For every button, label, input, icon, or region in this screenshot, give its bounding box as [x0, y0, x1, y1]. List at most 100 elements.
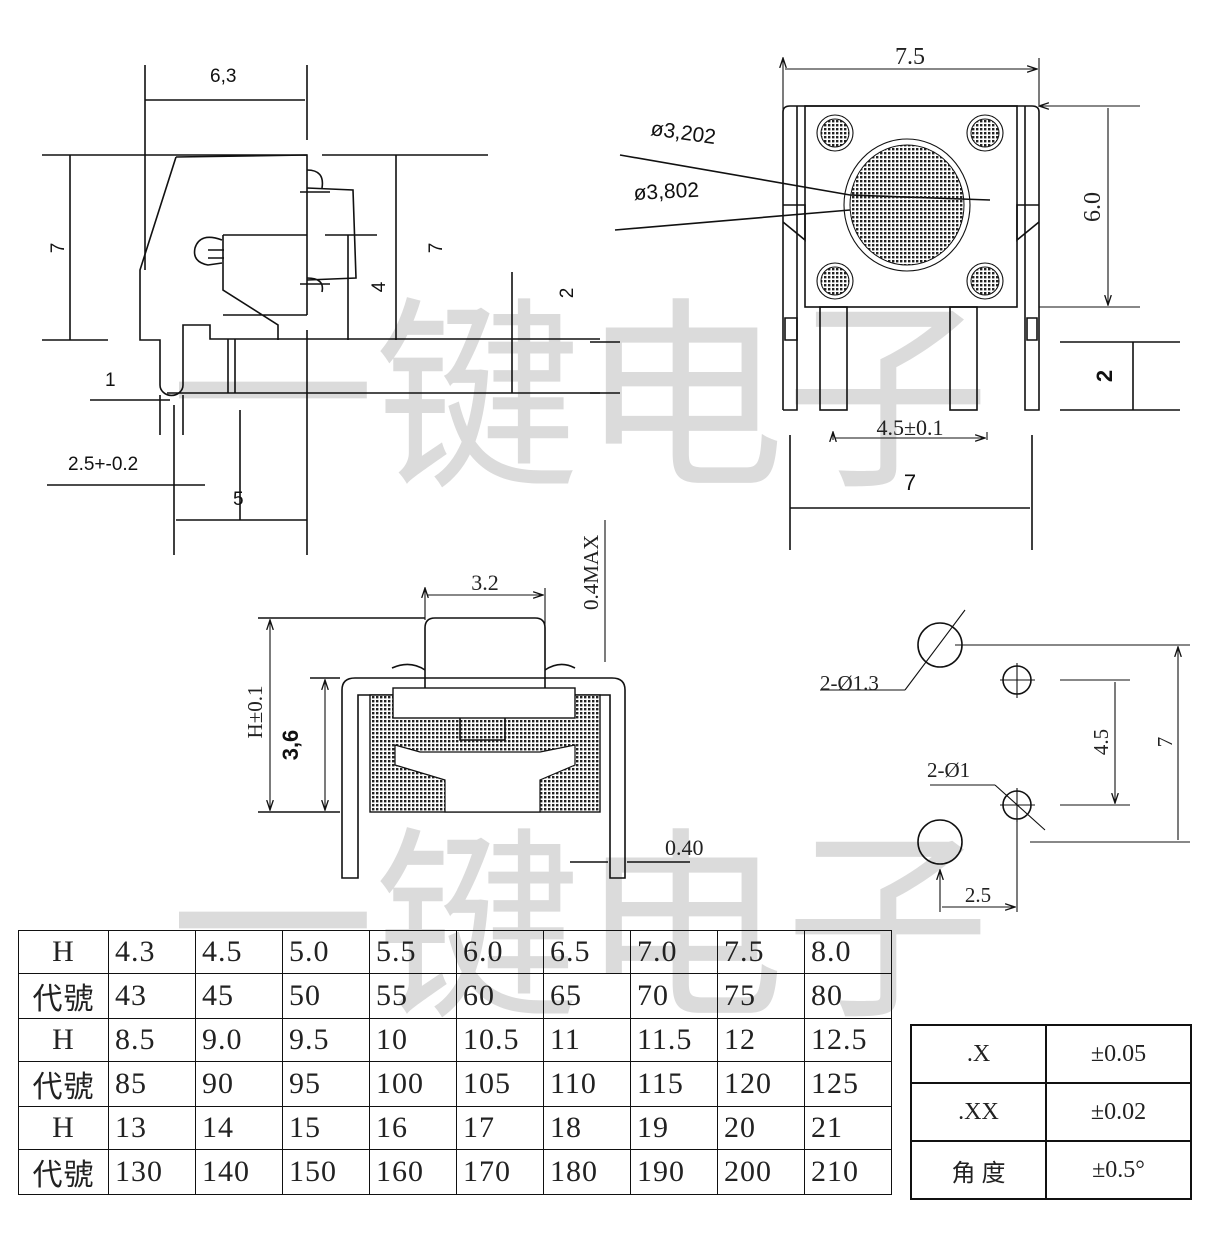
front-dia-inner-label: ø3,202 [649, 117, 717, 149]
table-cell: 80 [804, 973, 892, 1019]
table-cell: 21 [804, 1106, 892, 1150]
table-cell: 11.5 [630, 1018, 718, 1062]
side-height-label: 7 [48, 243, 69, 254]
table-cell: 16 [369, 1106, 457, 1150]
side-pin-width-label: 1 [105, 370, 116, 391]
table-cell: 125 [804, 1061, 892, 1107]
tolerance-key: .X [910, 1024, 1047, 1084]
side-view: 6,3 7 7 4 2 1 2.5+-0.2 5 [42, 65, 600, 555]
section-height-label: H±0.1 [243, 686, 267, 739]
row-header-cell: H [18, 1106, 109, 1150]
table-cell: 210 [804, 1149, 892, 1195]
footprint-span-label: 7 [1153, 737, 1177, 748]
table-cell: 65 [543, 973, 631, 1019]
table-row: 角 度±0.5° [910, 1140, 1192, 1200]
table-cell: 4.5 [195, 930, 283, 974]
corner-stake [816, 114, 1004, 300]
section-lead-thickness-label: 0.40 [665, 835, 704, 860]
row-header-cell: H [18, 930, 109, 974]
front-pin-length-label: 2 [1092, 370, 1117, 382]
table-cell: 10 [369, 1018, 457, 1062]
table-cell: 105 [456, 1061, 544, 1107]
actuator-outer-circle [843, 138, 971, 272]
table-cell: 200 [717, 1149, 805, 1195]
table-cell: 130 [108, 1149, 196, 1195]
table-cell: 70 [630, 973, 718, 1019]
table-cell: 12.5 [804, 1018, 892, 1062]
table-cell: 11 [543, 1018, 631, 1062]
table-cell: 150 [282, 1149, 370, 1195]
side-pin-length-label: 2 [557, 288, 578, 299]
front-height-label: 6.0 [1080, 192, 1106, 222]
table-row: .X±0.05 [910, 1024, 1192, 1084]
table-cell: 180 [543, 1149, 631, 1195]
tolerance-key: .XX [910, 1082, 1047, 1142]
tolerance-table: .X±0.05 .XX±0.02 角 度±0.5° [910, 1024, 1192, 1200]
table-cell: 6.5 [543, 930, 631, 974]
table-cell: 19 [630, 1106, 718, 1150]
table-cell: 100 [369, 1061, 457, 1107]
table-cell: 5.5 [369, 930, 457, 974]
table-cell: 12 [717, 1018, 805, 1062]
table-cell: 14 [195, 1106, 283, 1150]
table-cell: 8.5 [108, 1018, 196, 1062]
front-view: 7.5 ø3,202 ø3,802 6.0 2 4.5±0.1 7 [590, 44, 1180, 550]
table-cell: 43 [108, 973, 196, 1019]
section-stroke-label: 0.4MAX [579, 535, 603, 610]
table-cell: 55 [369, 973, 457, 1019]
table-cell: 160 [369, 1149, 457, 1195]
side-height-right-label: 7 [426, 243, 447, 254]
tolerance-value: ±0.05 [1045, 1024, 1192, 1084]
table-cell: 95 [282, 1061, 370, 1107]
table-cell: 13 [108, 1106, 196, 1150]
table-cell: 170 [456, 1149, 544, 1195]
table-cell: 18 [543, 1106, 631, 1150]
row-header-cell: 代號 [18, 1061, 109, 1107]
section-body-height-label: 3,6 [278, 730, 303, 761]
table-cell: 6.0 [456, 930, 544, 974]
footprint-offset-label: 2.5 [965, 883, 991, 907]
front-overall-width-label: 7 [904, 470, 916, 495]
side-actuator-label: 4 [369, 281, 390, 292]
table-cell: 8.0 [804, 930, 892, 974]
table-cell: 4.3 [108, 930, 196, 974]
table-cell: 9.0 [195, 1018, 283, 1062]
table-cell: 15 [282, 1106, 370, 1150]
side-pin-offset-label: 2.5+-0.2 [68, 454, 138, 475]
pcb-footprint: 2-Ø1.3 2-Ø1 4.5 7 2.5 [820, 609, 1190, 912]
table-cell: 20 [717, 1106, 805, 1150]
table-cell: 9.5 [282, 1018, 370, 1062]
table-cell: 90 [195, 1061, 283, 1107]
side-pin-span-label: 5 [233, 489, 244, 510]
table-cell: 110 [543, 1061, 631, 1107]
row-header-cell: H [18, 1018, 109, 1062]
table-cell: 50 [282, 973, 370, 1019]
row-header-cell: 代號 [18, 1149, 109, 1195]
watermark-text-top: 一键电子 [170, 281, 990, 519]
tolerance-value: ±0.5° [1045, 1140, 1192, 1200]
table-row: .XX±0.02 [910, 1082, 1192, 1142]
footprint-pitch-label: 4.5 [1089, 729, 1113, 755]
section-actuator-width-label: 3.2 [471, 570, 499, 595]
table-cell: 75 [717, 973, 805, 1019]
table-cell: 190 [630, 1149, 718, 1195]
side-width-label: 6,3 [210, 66, 236, 87]
front-width-label: 7.5 [895, 44, 925, 70]
actuator-top [849, 144, 965, 266]
table-cell: 10.5 [456, 1018, 544, 1062]
table-cell: 115 [630, 1061, 718, 1107]
table-cell: 60 [456, 973, 544, 1019]
front-dia-outer-label: ø3,802 [633, 179, 700, 205]
footprint-small-hole-label: 2-Ø1 [927, 758, 970, 782]
row-header-cell: 代號 [18, 973, 109, 1019]
tolerance-value: ±0.02 [1045, 1082, 1192, 1142]
table-cell: 45 [195, 973, 283, 1019]
